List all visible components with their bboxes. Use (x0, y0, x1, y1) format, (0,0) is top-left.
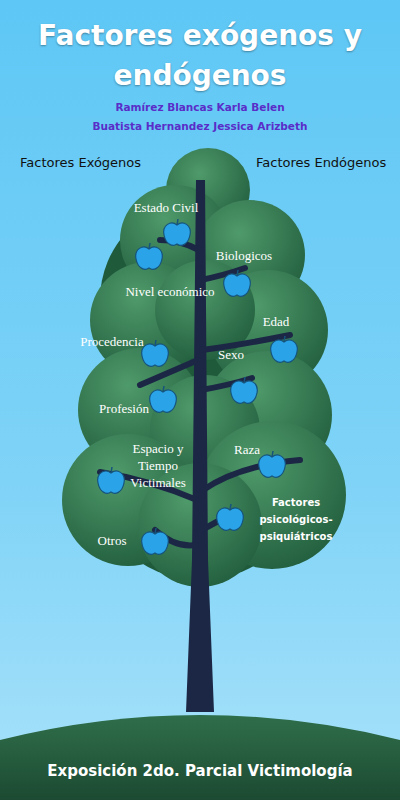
apple (164, 223, 191, 245)
factor-label: Procedencia (62, 333, 162, 350)
factor-label: Profesión (82, 400, 166, 417)
factor-label: Nivel económico (120, 283, 220, 300)
apple (217, 508, 244, 530)
apple (136, 247, 163, 269)
apple (142, 532, 169, 554)
group-heading: Factores Exógenos (20, 155, 160, 170)
factor-label: Otros (80, 532, 144, 549)
factor-label: Biologicos (204, 247, 284, 264)
apple-stem (163, 386, 164, 392)
author-name: Buatista Hernandez Jessica Arizbeth (40, 120, 360, 132)
apple (231, 381, 258, 403)
apple-stem (237, 270, 238, 276)
title: Factores exógenos y endógenos (10, 16, 390, 96)
apple-stem (111, 467, 112, 473)
apple-stem (230, 504, 231, 510)
factor-label: Espacio y Tiempo Victimales (116, 440, 200, 491)
apple-stem (272, 451, 273, 457)
factor-label: Sexo (206, 346, 256, 363)
group-heading: Factores Endógenos (256, 155, 396, 170)
apple (98, 471, 125, 493)
factor-label: Raza (222, 441, 272, 458)
apple-stem (155, 528, 156, 534)
apple (259, 455, 286, 477)
apple (142, 344, 169, 366)
apple (224, 274, 251, 296)
apple-stem (284, 336, 285, 342)
apple-stem (244, 377, 245, 383)
apple-stem (177, 219, 178, 225)
factor-label: Edad (246, 313, 306, 330)
author-name: Ramírez Blancas Karla Belen (40, 101, 360, 113)
apple-stem (155, 340, 156, 346)
factor-label: Estado Civil (116, 199, 216, 216)
caption: Exposición 2do. Parcial Victimología (10, 762, 390, 780)
apple (271, 340, 298, 362)
apple (150, 390, 177, 412)
apple-stem (149, 243, 150, 249)
factor-label: Factores psicológicos-psiquiátricos (248, 494, 344, 545)
